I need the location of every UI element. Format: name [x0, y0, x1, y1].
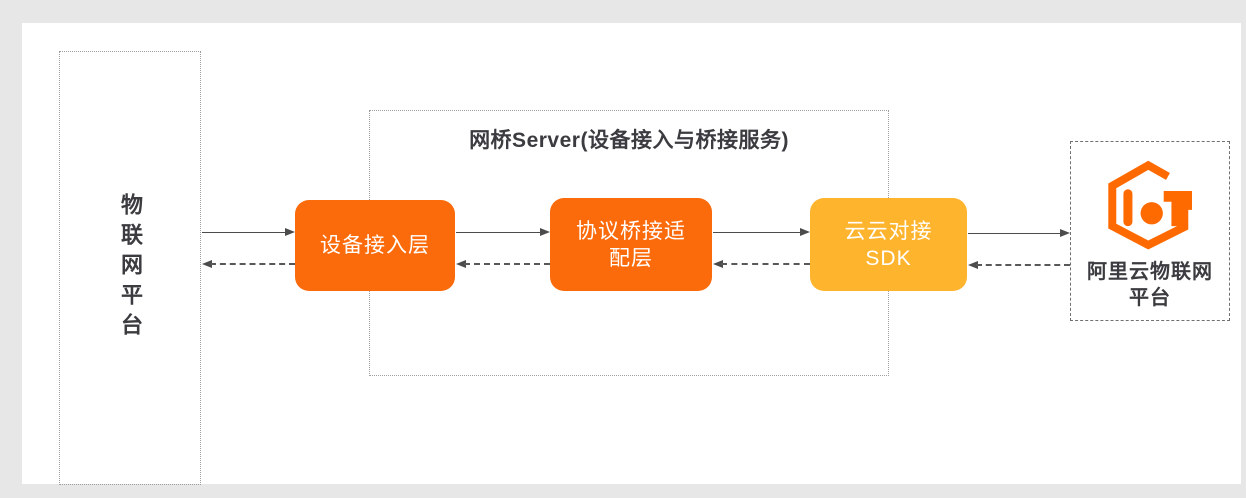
- aliyun-iot-platform-label: 阿里云物联网 平台: [1087, 261, 1213, 309]
- solid-arrow-right-icon: [456, 227, 550, 237]
- dashed-arrow-left-icon: [713, 259, 810, 269]
- bridge-server-title: 网桥Server(设备接入与桥接服务): [469, 129, 789, 152]
- node-protocol-bridge-adapter-layer: 协议桥接适 配层: [550, 198, 712, 291]
- solid-arrow-right-icon: [713, 227, 810, 237]
- node-cloud-cloud-sdk: 云云对接 SDK: [810, 198, 967, 291]
- aliyun-iot-platform-box: 阿里云物联网 平台: [1070, 141, 1230, 321]
- dashed-arrow-left-icon: [202, 259, 295, 269]
- aliyun-iot-logo-icon: [1071, 155, 1229, 251]
- node-device-access-layer: 设备接入层: [295, 200, 455, 291]
- dashed-arrow-left-icon: [968, 260, 1070, 270]
- solid-arrow-right-icon: [202, 227, 295, 237]
- solid-arrow-right-icon: [968, 228, 1070, 238]
- dashed-arrow-left-icon: [456, 259, 550, 269]
- iot-platform-box: 物联网平台: [59, 51, 201, 485]
- diagram-canvas: 物联网平台 网桥Server(设备接入与桥接服务) 设备接入层 协议桥接适 配层…: [22, 23, 1241, 485]
- iot-platform-label: 物联网平台: [118, 193, 143, 343]
